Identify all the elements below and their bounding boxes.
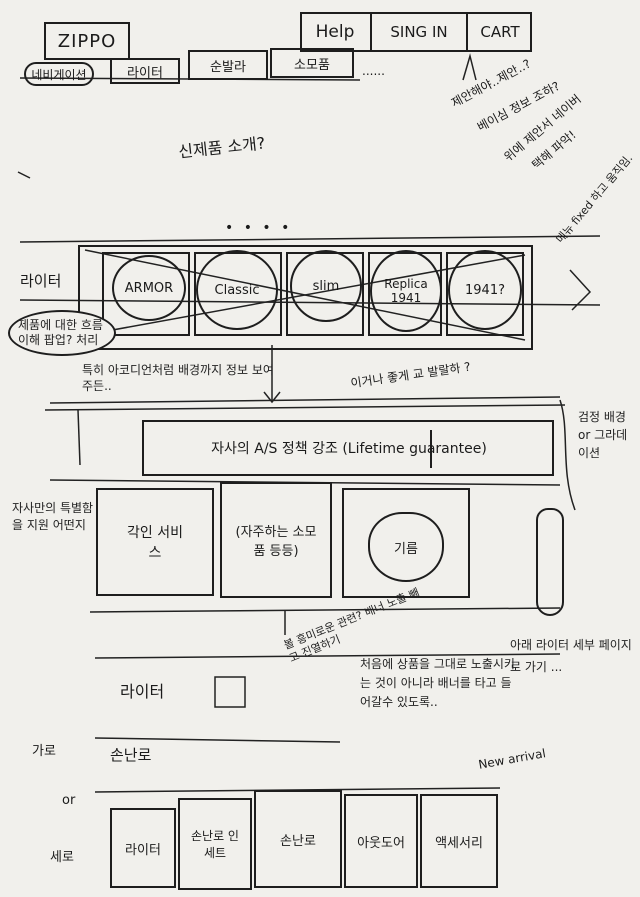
product-classic[interactable]: Classic <box>196 250 278 330</box>
scroll-handle[interactable] <box>536 508 564 616</box>
logo: ZIPPO <box>57 30 117 52</box>
warranty-banner-text: 자사의 A/S 정책 강조 (Lifetime guarantee) <box>211 441 487 457</box>
nav-item-lighter[interactable]: 라이터 <box>110 58 180 84</box>
bottom-tab-outdoor[interactable]: 아웃도어 <box>344 794 418 888</box>
oil-drop-icon: 기름 <box>368 512 444 582</box>
note-left-grid: 자사만의 특별함을 지원 어떤지 <box>12 501 94 532</box>
product-1941[interactable]: 1941? <box>448 250 522 330</box>
bottom-tab-accessories[interactable]: 액세서리 <box>420 794 498 888</box>
carousel-dots: • • • • <box>225 220 293 236</box>
product-carousel <box>78 245 533 350</box>
new-arrival-note: New arrival <box>477 746 547 772</box>
grid-box-engraving[interactable]: 각인 서비스 <box>96 488 214 596</box>
utility-bar <box>300 12 532 52</box>
label-sero: 세로 <box>50 850 74 865</box>
note-right-lighter: 아래 라이터 세부 페이지로 가기 ... <box>510 638 632 674</box>
nav-more: ...... <box>362 64 385 78</box>
bottom-tab-hand-warmer-insert[interactable]: 손난로 인세트 <box>178 798 252 890</box>
note-fixed-menu: 메뉴 fixed 하고 움직임. <box>553 151 636 246</box>
warranty-banner[interactable] <box>142 420 554 476</box>
section-label-lighter: 라이터 <box>20 272 62 290</box>
new-products-title: 신제품 소개? <box>177 133 267 162</box>
note-below-carousel: 특히 아코디언처럼 배경까지 정보 보여주든.. <box>82 363 274 393</box>
warranty-banner-divider <box>430 430 432 468</box>
note-mid-2: 처음에 상품을 그대로 노출시키는 것이 아니라 배너를 타고 들어갈수 있도록… <box>360 657 515 709</box>
note-above-banner: 이거나 좋게 교 발랄하 ? <box>349 359 472 391</box>
product-replica[interactable]: Replica 1941 <box>370 250 442 332</box>
note-bubble: 제품에 대한 흐름 이해 팝업? 처리 <box>8 310 116 356</box>
bottom-tab-lighter[interactable]: 라이터 <box>110 808 176 888</box>
grid-box-oil[interactable] <box>342 488 470 598</box>
nav-item-navigation[interactable]: 네비게이션 <box>24 62 94 86</box>
nav-item-supplies[interactable]: 소모품 <box>270 48 354 78</box>
cart-link[interactable]: CART <box>466 14 532 50</box>
sign-in-link[interactable]: SING IN <box>370 14 466 50</box>
nav-item-hand-warmer[interactable]: 순발라 <box>188 50 268 80</box>
help-link[interactable]: Help <box>315 22 355 42</box>
grid-box-supplies[interactable]: (자주하는 소모품 등등) <box>220 482 332 598</box>
note-side-background: 검정 배경 or 그라데이션 <box>578 410 628 460</box>
logo-box[interactable]: ZIPPO <box>44 22 130 60</box>
label-garo: 가로 <box>32 744 56 759</box>
product-armor[interactable]: ARMOR <box>112 255 186 321</box>
product-slim[interactable]: slim <box>290 250 362 322</box>
bottom-tab-hand-warmer[interactable]: 손난로 <box>254 790 342 888</box>
carousel-slot-1 <box>102 252 190 336</box>
hand-warmer-label[interactable]: 손난로 <box>110 746 152 764</box>
label-or: or <box>62 793 76 808</box>
lighter-row-label[interactable]: 라이터 <box>120 682 165 701</box>
